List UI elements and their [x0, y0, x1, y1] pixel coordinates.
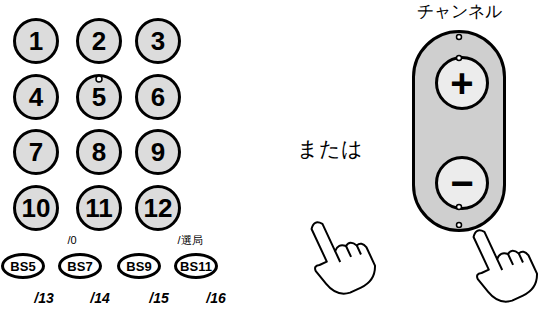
bs-button: BS5 [1, 253, 45, 279]
number-button: 9 [135, 129, 181, 175]
button-label: + [450, 63, 473, 103]
tactile-dot [96, 76, 102, 82]
number-button: 3 [135, 18, 181, 64]
button-label: 8 [92, 139, 106, 165]
bs-button: BS9 [117, 253, 161, 279]
alt-number: /14 [90, 291, 109, 305]
button-label: 3 [151, 28, 165, 54]
button-label: 10 [22, 195, 51, 221]
channel-up-button: + [435, 56, 489, 110]
number-button: 10 [13, 185, 59, 231]
button-label: 4 [29, 84, 43, 110]
button-label: 5 [92, 84, 106, 110]
number-button: 7 [13, 129, 59, 175]
number-button: 5 [76, 74, 122, 120]
button-label: BS5 [10, 260, 35, 273]
button-label: 6 [151, 84, 165, 110]
number-button: 1 [13, 18, 59, 64]
button-label: 2 [92, 28, 106, 54]
number-button: 11 [76, 185, 122, 231]
number-button: 8 [76, 129, 122, 175]
number-button: 2 [76, 18, 122, 64]
button-label: BS9 [126, 260, 151, 273]
button-label: 9 [151, 139, 165, 165]
button-label: BS7 [67, 260, 92, 273]
alt-function: /選局 [177, 235, 202, 246]
tactile-dot [457, 56, 462, 61]
bs-button: BS11 [174, 253, 218, 279]
channel-down-button: − [435, 156, 489, 210]
alt-number: /15 [149, 291, 168, 305]
alt-number: /13 [34, 291, 53, 305]
button-label: BS11 [180, 260, 212, 273]
pointing-hand [297, 208, 381, 302]
tactile-dot [457, 35, 462, 40]
tactile-dot [457, 223, 462, 228]
tactile-dot [457, 205, 462, 210]
button-label: 7 [29, 139, 43, 165]
number-button: 6 [135, 74, 181, 120]
button-label: 1 [29, 28, 43, 54]
number-button: 12 [135, 185, 181, 231]
alt-number: /16 [206, 291, 225, 305]
or-text: または [297, 138, 363, 159]
button-heading: チャンネル [417, 3, 502, 20]
number-button: 4 [13, 74, 59, 120]
button-label: − [450, 163, 473, 203]
channel-rocker: チャンネル+− [412, 30, 506, 232]
bs-button: BS7 [58, 253, 102, 279]
button-label: 11 [85, 195, 113, 221]
button-label: 12 [144, 195, 173, 221]
alt-number: /0 [67, 235, 76, 246]
